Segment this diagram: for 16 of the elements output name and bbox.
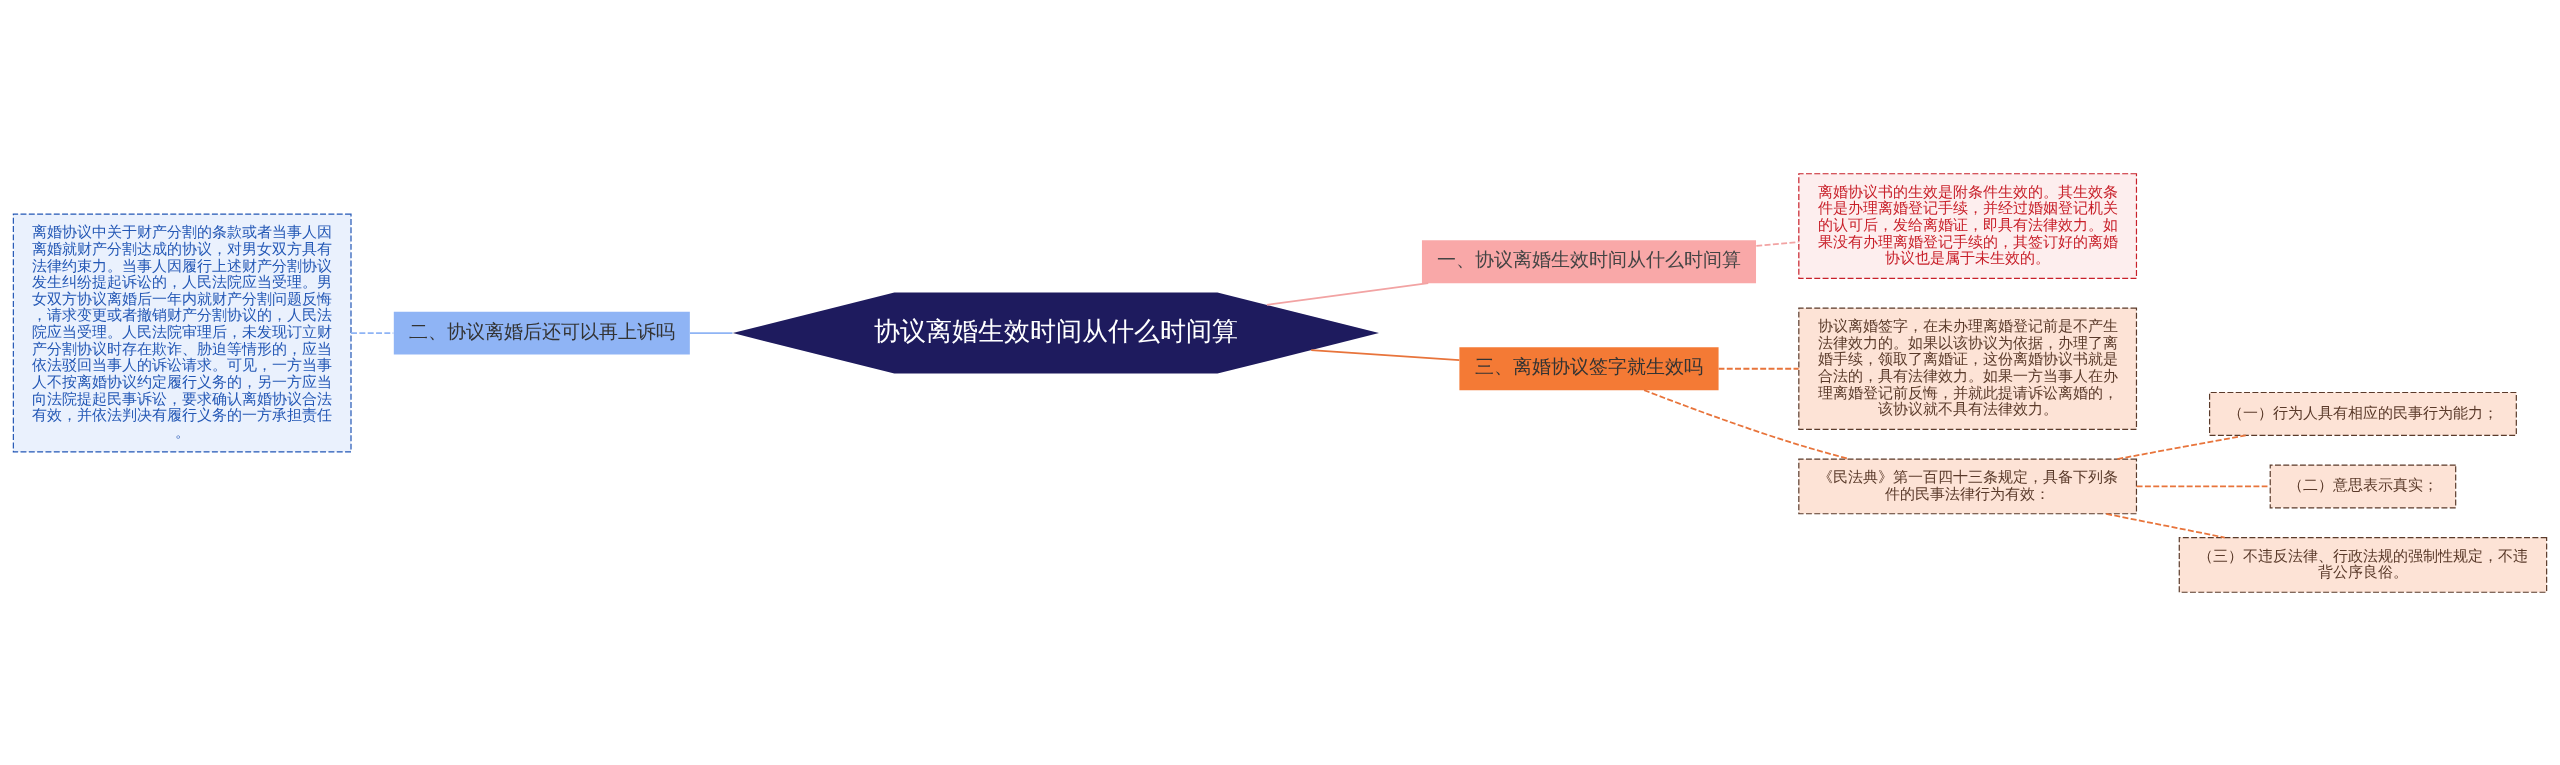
node-box: （二）意思表示真实； (2269, 463, 2457, 508)
node-box: 《民法典》第一百四十三条规定，具备下列条件的民事法律行为有效： (1798, 458, 2138, 514)
connector (689, 331, 734, 334)
node-box: （三）不违反法律、行政法规的强制性规定，不违背公序良俗。 (2178, 536, 2548, 593)
node-box: 三、离婚协议签字就生效吗 (1459, 346, 1719, 390)
node-box: 二、协议离婚后还可以再上诉吗 (393, 311, 690, 354)
node-box: 离婚协议书的生效是附条件生效的。其生效条件是办理离婚登记手续，并经过婚姻登记机关的认可后，发给离婚证，即具有法律效力。如果没有办理离婚登记手续的，其签订好的离婚协议也是属于未生效的。 (1798, 172, 2138, 279)
connector (2105, 512, 2226, 538)
connector (1717, 367, 1800, 370)
connector (1310, 348, 1461, 361)
node-box: （一）行为人具有相应的民事行为能力； (2209, 391, 2517, 436)
node-box: 协议离婚签字，在未办理离婚登记前是不产生法律效力的。如果以该协议为依据，办理了离婚手续，领取了离婚证，这份离婚协议书就是合法的，具有法律效力。如果一方当事人在办理离婚登记前反悔，并就此提请诉讼离婚的，该协议就不具有法律效力。 (1798, 307, 2138, 430)
connector (2116, 433, 2247, 460)
node-box: 离婚协议中关于财产分割的条款或者当事人因离婚就财产分割达成的协议，对男女双方具有法律约束力。当事人因履行上述财产分割协议发生纠纷提起诉讼的，人民法院应当受理。男女双方协议离婚后一年内就财产分割问题反悔，请求变更或者撤销财产分割协议的，人民法院应当受理。人民法院审理后，未发现订立财产分割协议时存在欺诈、胁迫等情形的，应当依法驳回当事人的诉讼请求。可见，一方当事人不按离婚协议约定履行义务的，另一方应当向法院提起民事诉讼，要求确认离婚协议合法有效，并依法判决有履行义务的一方承担责任。 (12, 213, 352, 453)
connector (1265, 281, 1430, 306)
node-box: 一、协议离婚生效时间从什么时间算 (1421, 239, 1757, 283)
